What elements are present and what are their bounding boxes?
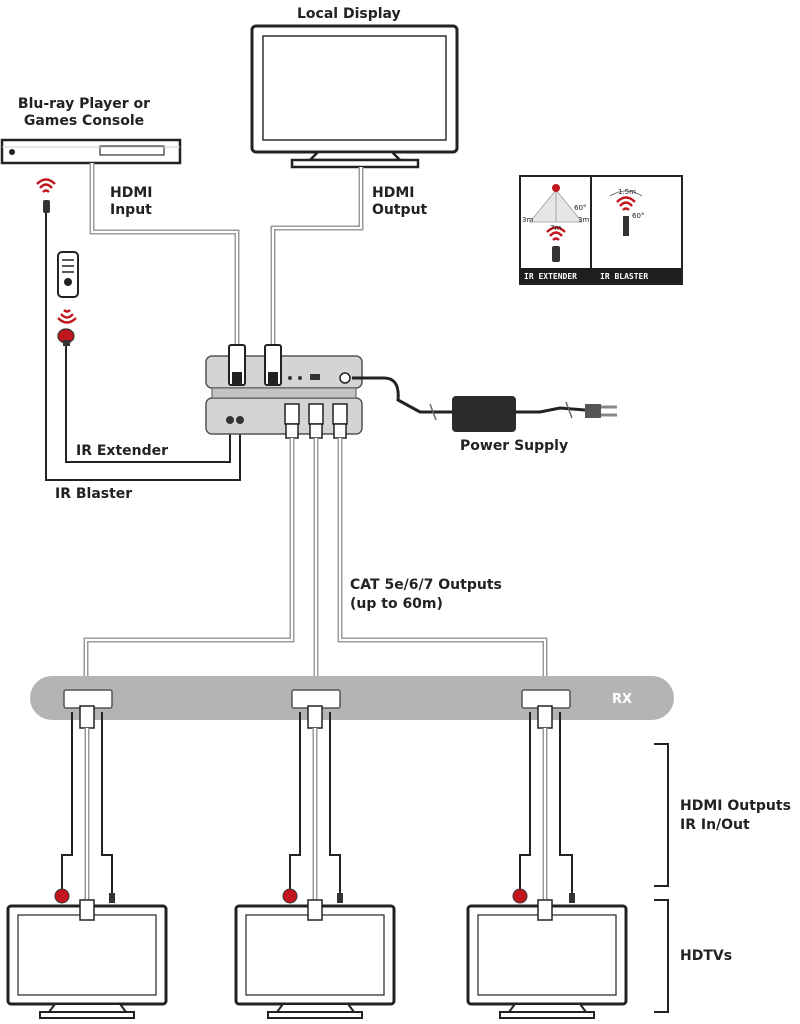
bluray-player bbox=[0, 138, 182, 165]
ir-extender-cable bbox=[65, 346, 231, 463]
ir-range-legend bbox=[519, 175, 683, 285]
receiver-1 bbox=[63, 689, 113, 729]
receiver-3 bbox=[521, 689, 571, 729]
hdtv-3 bbox=[466, 899, 628, 1019]
label-rx: RX bbox=[612, 692, 633, 707]
label-source: Blu-ray Player or Games Console bbox=[14, 96, 154, 130]
label-ir-in-out: IR In/Out bbox=[680, 817, 750, 833]
hdmi-output-cable bbox=[270, 167, 364, 345]
tv-cables bbox=[61, 712, 573, 905]
label-hdtvs: HDTVs bbox=[680, 948, 733, 964]
ir-blaster-cable bbox=[45, 213, 241, 481]
legend-caption-extender: IR EXTENDER bbox=[524, 272, 577, 281]
local-display bbox=[250, 24, 459, 169]
cat-cables bbox=[83, 438, 548, 690]
label-ir-blaster: IR Blaster bbox=[55, 486, 133, 502]
hdtv-2 bbox=[234, 899, 396, 1019]
label-source-text: Blu-ray Player or Games Console bbox=[17, 96, 151, 129]
legend-angle-b: 60° bbox=[632, 212, 645, 220]
hdmi-output-cable-inner bbox=[272, 167, 362, 345]
label-hdmi-input: HDMI Input bbox=[110, 185, 153, 218]
legend-7m: 7m bbox=[550, 224, 562, 232]
bracket-hdtvs bbox=[654, 899, 669, 1013]
label-power-supply: Power Supply bbox=[460, 438, 569, 454]
label-hdmi-output: HDMI Output bbox=[372, 185, 428, 218]
hdtv-1 bbox=[6, 899, 168, 1019]
label-cat-range: (up to 60m) bbox=[350, 596, 443, 612]
tv-ir-devices bbox=[54, 888, 583, 928]
label-ir-extender: IR Extender bbox=[76, 443, 169, 459]
receiver-2 bbox=[291, 689, 341, 729]
legend-angle-a: 60° bbox=[574, 204, 587, 212]
ir-extender-sensor bbox=[57, 328, 75, 346]
transmitter-unit bbox=[205, 344, 363, 439]
remote-control bbox=[56, 251, 79, 324]
label-cat-outputs: CAT 5e/6/7 Outputs bbox=[350, 577, 502, 593]
hdmi-input-cable-inner bbox=[91, 163, 238, 345]
rx-bar bbox=[30, 676, 674, 720]
bracket-hdmi-outputs bbox=[654, 743, 669, 887]
legend-3m-right: 3m bbox=[578, 216, 590, 224]
power-supply bbox=[352, 376, 617, 432]
label-local-display: Local Display bbox=[297, 6, 401, 22]
ir-blaster-emitter bbox=[35, 178, 57, 213]
legend-1-5m: 1.5m bbox=[618, 188, 636, 196]
label-hdmi-outputs: HDMI Outputs bbox=[680, 798, 791, 814]
legend-caption-blaster: IR BLASTER bbox=[600, 272, 649, 281]
legend-3m-left: 3m bbox=[522, 216, 534, 224]
